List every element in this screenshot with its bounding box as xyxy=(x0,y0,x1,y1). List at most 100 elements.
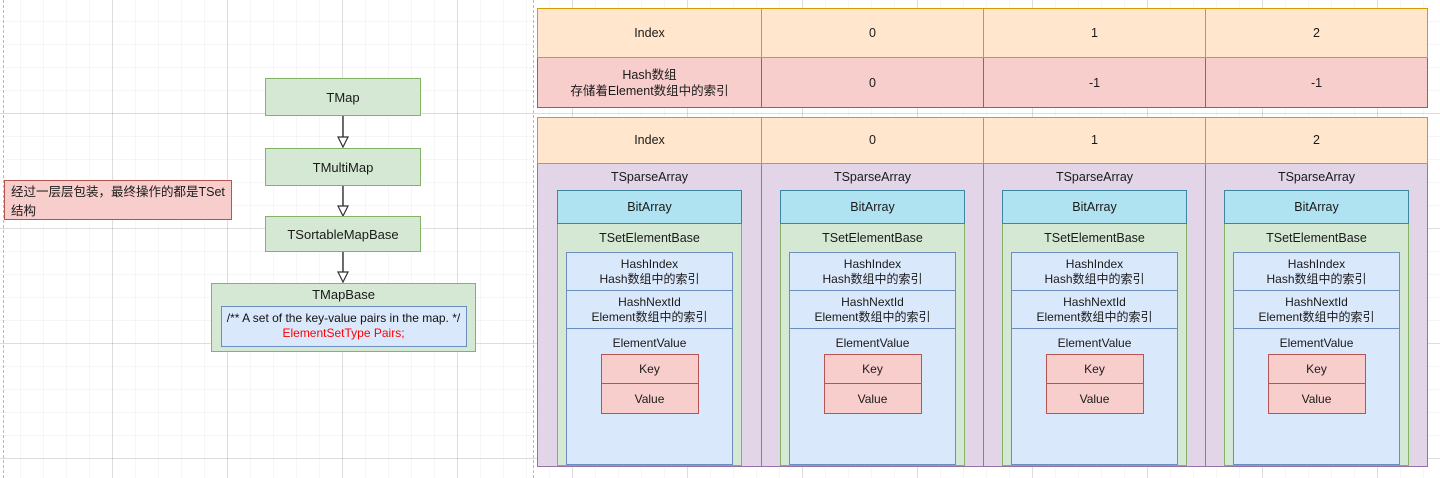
bitarray-box: BitArray xyxy=(780,190,965,224)
bitarray-box: BitArray xyxy=(1002,190,1187,224)
element-fields-container: HashIndex Hash数组中的索引 HashNextId Element数… xyxy=(1011,252,1178,465)
note-text: 经过一层层包装，最终操作的都是TSet结构 xyxy=(11,185,225,218)
element-table-column-1: 0 TSparseArray BitArray TSetElementBase … xyxy=(762,117,984,467)
hash-table-column-2: 2 -1 xyxy=(1206,8,1428,108)
sparse-array-label: TSparseArray xyxy=(1277,170,1356,184)
elementvalue-label: ElementValue xyxy=(612,336,687,350)
key-value-box: Key Value xyxy=(823,354,922,414)
hashnextid-field: HashNextId Element数组中的索引 xyxy=(790,291,955,329)
hashnextid-title: HashNextId xyxy=(618,294,681,309)
bitarray-box: BitArray xyxy=(557,190,742,224)
key-value-box: Key Value xyxy=(600,354,699,414)
hashnextid-desc: Element数组中的索引 xyxy=(1036,309,1153,324)
element-table-column-3: 2 TSparseArray BitArray TSetElementBase … xyxy=(1206,117,1428,467)
node-tmapbase[interactable]: TMapBase /** A set of the key-value pair… xyxy=(211,283,476,352)
guide-line-mid xyxy=(533,0,534,478)
key-cell: Key xyxy=(601,355,698,384)
hashnextid-desc: Element数组中的索引 xyxy=(814,309,931,324)
hashindex-desc: Hash数组中的索引 xyxy=(822,271,923,286)
value-cell: Value xyxy=(1301,391,1332,406)
hashnextid-field: HashNextId Element数组中的索引 xyxy=(1012,291,1177,329)
hash-row-label-line2: 存储着Element数组中的索引 xyxy=(570,83,729,98)
tsetelementbase-label: TSetElementBase xyxy=(599,231,700,245)
hashindex-desc: Hash数组中的索引 xyxy=(1044,271,1145,286)
hashindex-title: HashIndex xyxy=(843,256,902,271)
arrow-tsortablemapbase-to-tmapbase xyxy=(337,252,349,284)
hash-index-cell: 2 xyxy=(1206,8,1428,58)
elementvalue-label: ElementValue xyxy=(1279,336,1354,350)
element-fields-container: HashIndex Hash数组中的索引 HashNextId Element数… xyxy=(789,252,956,465)
hash-array-table: Index Hash数组 存储着Element数组中的索引 0 0 1 -1 2… xyxy=(537,8,1428,108)
hashindex-title: HashIndex xyxy=(620,256,679,271)
tsetelementbase-container: TSetElementBase HashIndex Hash数组中的索引 Has… xyxy=(1002,224,1187,466)
hashindex-field: HashIndex Hash数组中的索引 xyxy=(1234,253,1399,291)
arrow-tmultimap-to-tsortablemapbase xyxy=(337,186,349,218)
hash-value-cell: 0 xyxy=(762,58,984,108)
node-tmapbase-title: TMapBase xyxy=(312,287,375,302)
hashnextid-title: HashNextId xyxy=(1063,294,1126,309)
tsetelementbase-container: TSetElementBase HashIndex Hash数组中的索引 Has… xyxy=(1224,224,1409,466)
hash-index-cell: 1 xyxy=(984,8,1206,58)
code-comment-line: /** A set of the key-value pairs in the … xyxy=(226,311,461,325)
elementvalue-field: ElementValue Key Value xyxy=(1234,329,1399,414)
hashindex-field: HashIndex Hash数组中的索引 xyxy=(567,253,732,291)
element-array-table: Index TSparseArray BitArray TSetElementB… xyxy=(537,117,1428,467)
element-index-cell: 0 xyxy=(762,117,984,164)
key-value-box: Key Value xyxy=(1267,354,1366,414)
node-tsortablemapbase[interactable]: TSortableMapBase xyxy=(265,216,421,252)
element-table-column-2: 1 TSparseArray BitArray TSetElementBase … xyxy=(984,117,1206,467)
elementvalue-field: ElementValue Key Value xyxy=(790,329,955,414)
sparse-array-container: TSparseArray BitArray TSetElementBase Ha… xyxy=(1206,164,1428,467)
arrow-tmap-to-tmultimap xyxy=(337,116,349,149)
node-tmap-label: TMap xyxy=(326,89,360,105)
sparse-array-container: TSparseArray BitArray TSetElementBase Ha… xyxy=(984,164,1206,467)
hash-table-column-0: 0 0 xyxy=(762,8,984,108)
hashindex-desc: Hash数组中的索引 xyxy=(599,271,700,286)
element-table-column-0: Index TSparseArray BitArray TSetElementB… xyxy=(537,117,762,467)
hash-index-cell: 0 xyxy=(762,8,984,58)
hash-value-cell: -1 xyxy=(984,58,1206,108)
hashnextid-title: HashNextId xyxy=(841,294,904,309)
tsetelementbase-container: TSetElementBase HashIndex Hash数组中的索引 Has… xyxy=(557,224,742,466)
hashindex-title: HashIndex xyxy=(1287,256,1346,271)
hashindex-field: HashIndex Hash数组中的索引 xyxy=(790,253,955,291)
value-cell: Value xyxy=(1079,391,1110,406)
hash-table-index-header: Index xyxy=(537,8,762,58)
element-index-cell: 2 xyxy=(1206,117,1428,164)
sparse-array-container: TSparseArray BitArray TSetElementBase Ha… xyxy=(537,164,762,467)
hashnextid-desc: Element数组中的索引 xyxy=(591,309,708,324)
node-tmultimap[interactable]: TMultiMap xyxy=(265,148,421,186)
note-box: 经过一层层包装，最终操作的都是TSet结构 xyxy=(4,180,232,220)
elementvalue-label: ElementValue xyxy=(1057,336,1132,350)
tsetelementbase-label: TSetElementBase xyxy=(1044,231,1145,245)
guide-line-left xyxy=(3,0,4,478)
key-cell: Key xyxy=(1046,355,1143,384)
element-fields-container: HashIndex Hash数组中的索引 HashNextId Element数… xyxy=(566,252,733,465)
key-value-box: Key Value xyxy=(1045,354,1144,414)
tsetelementbase-label: TSetElementBase xyxy=(822,231,923,245)
element-fields-container: HashIndex Hash数组中的索引 HashNextId Element数… xyxy=(1233,252,1400,465)
tmapbase-code-block: /** A set of the key-value pairs in the … xyxy=(220,306,467,347)
hash-table-column-1: 1 -1 xyxy=(984,8,1206,108)
node-tmap[interactable]: TMap xyxy=(265,78,421,116)
hashindex-desc: Hash数组中的索引 xyxy=(1266,271,1367,286)
node-tmultimap-label: TMultiMap xyxy=(312,159,374,175)
value-cell: Value xyxy=(857,391,888,406)
element-table-index-header: Index xyxy=(537,117,762,164)
key-cell: Key xyxy=(1268,355,1365,384)
hash-table-row-label: Hash数组 存储着Element数组中的索引 xyxy=(537,58,762,108)
node-tsortablemapbase-label: TSortableMapBase xyxy=(287,226,399,242)
sparse-array-label: TSparseArray xyxy=(610,170,689,184)
hash-value-cell: -1 xyxy=(1206,58,1428,108)
hashindex-field: HashIndex Hash数组中的索引 xyxy=(1012,253,1177,291)
hashnextid-field: HashNextId Element数组中的索引 xyxy=(567,291,732,329)
value-cell: Value xyxy=(634,391,665,406)
elementvalue-field: ElementValue Key Value xyxy=(1012,329,1177,414)
hash-row-label-line1: Hash数组 xyxy=(622,67,677,82)
tsetelementbase-label: TSetElementBase xyxy=(1266,231,1367,245)
hashindex-title: HashIndex xyxy=(1065,256,1124,271)
sparse-array-container: TSparseArray BitArray TSetElementBase Ha… xyxy=(762,164,984,467)
code-declaration-line: ElementSetType Pairs; xyxy=(282,326,405,340)
hash-table-label-column: Index Hash数组 存储着Element数组中的索引 xyxy=(537,8,762,108)
